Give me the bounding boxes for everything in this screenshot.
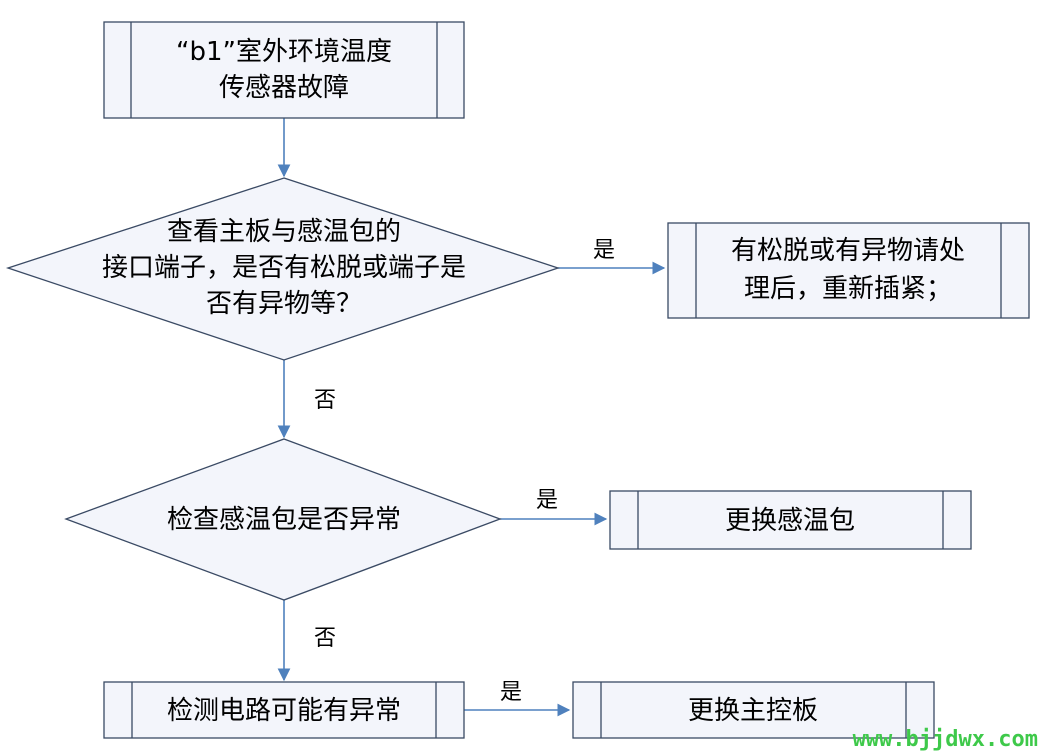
node-label: 检查感温包是否异常 — [167, 505, 401, 535]
node-label: 否有异物等？ — [206, 289, 362, 319]
node-start: “b1”室外环境温度 传感器故障 — [103, 21, 465, 119]
edge-check-sensor-no: 否 — [277, 600, 336, 682]
node-label: 更换感温包 — [725, 506, 855, 536]
edge-label-no: 否 — [314, 626, 336, 651]
node-label: 理后，重新插紧； — [744, 274, 952, 304]
edge-label-yes: 是 — [536, 488, 558, 513]
node-label: 有松脱或有异物请处 — [731, 236, 965, 266]
node-replace-sensor: 更换感温包 — [609, 490, 972, 550]
edge-label-no: 否 — [314, 388, 336, 413]
node-label: “b1”室外环境温度 — [176, 37, 392, 67]
node-check-circuit: 检测电路可能有异常 — [103, 681, 465, 739]
node-check-sensor: 检查感温包是否异常 — [64, 438, 502, 601]
node-replace-board: 更换主控板 — [572, 681, 935, 739]
node-fix-connector: 有松脱或有异物请处 理后，重新插紧； — [667, 222, 1030, 319]
node-label: 检测电路可能有异常 — [167, 696, 401, 726]
edge-check-connector-no: 否 — [277, 360, 336, 439]
watermark: www.bjjdwx.com — [853, 727, 1038, 752]
node-label: 接口端子，是否有松脱或端子是 — [102, 253, 466, 283]
edge-check-connector-yes: 是 — [558, 238, 666, 275]
edge-check-circuit-yes: 是 — [464, 680, 571, 717]
node-label: 传感器故障 — [219, 73, 349, 103]
node-label: 更换主控板 — [688, 696, 818, 726]
node-check-connector: 查看主板与感温包的 接口端子，是否有松脱或端子是 否有异物等？ — [5, 177, 561, 361]
edge-label-yes: 是 — [500, 680, 522, 705]
node-label: 查看主板与感温包的 — [167, 217, 401, 247]
edge-check-sensor-yes: 是 — [500, 488, 608, 526]
edge-label-yes: 是 — [593, 238, 615, 263]
